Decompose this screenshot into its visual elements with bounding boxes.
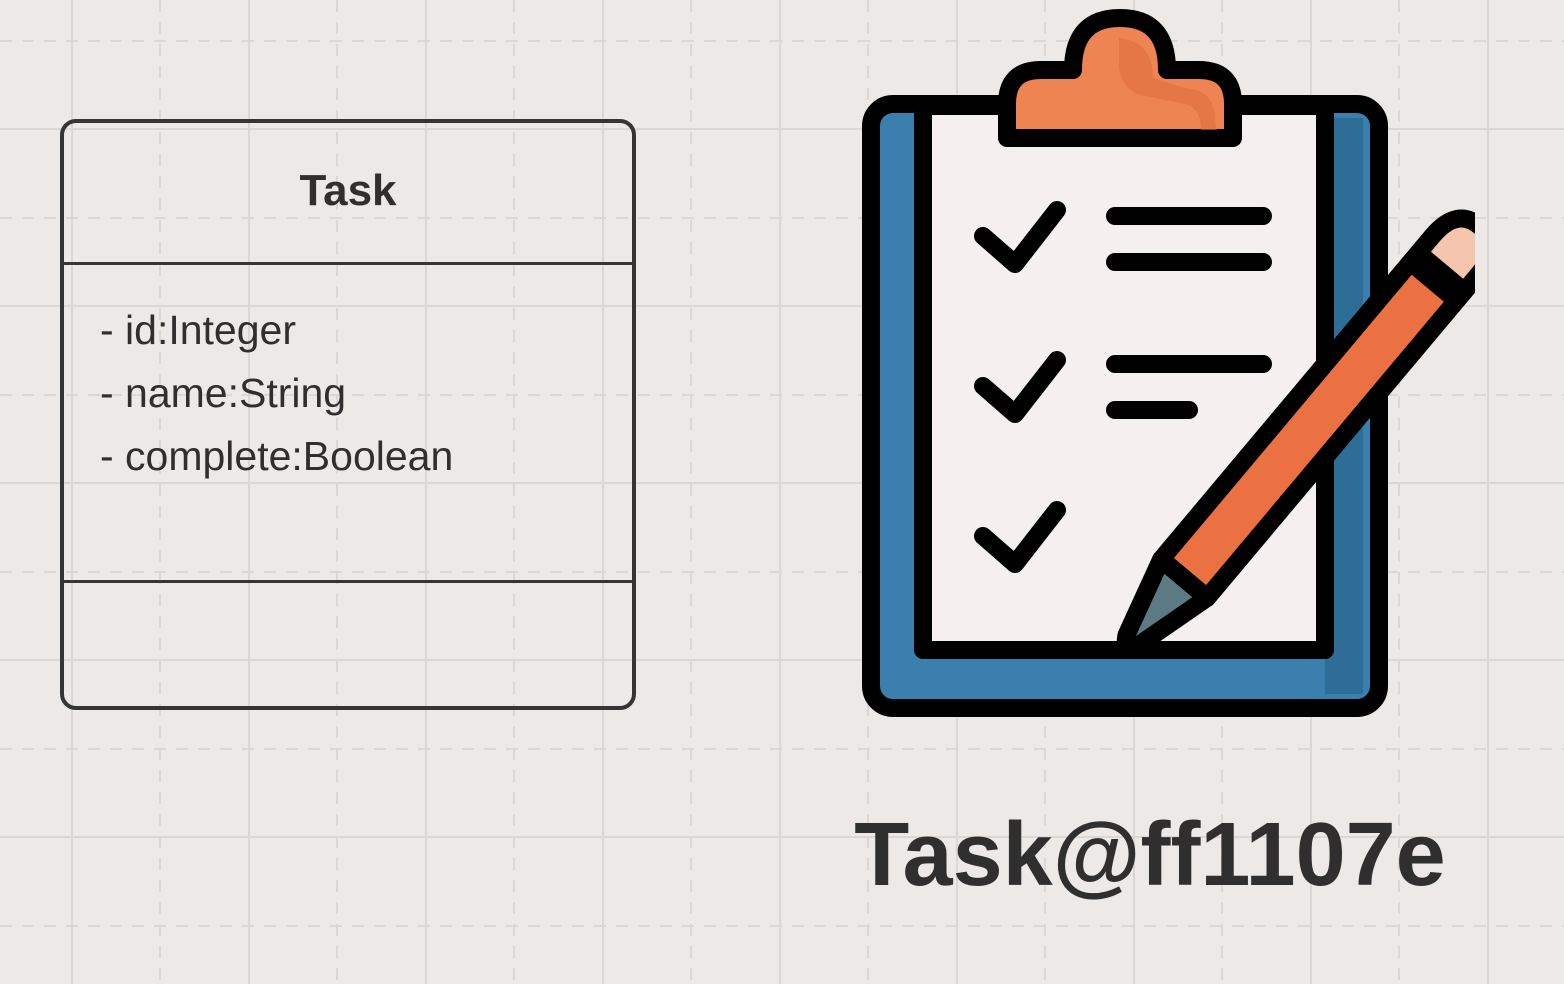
object-instance-label: Task@ff1107e	[854, 805, 1446, 905]
uml-class-box[interactable]: Task - id:Integer - name:String - comple…	[60, 119, 636, 710]
checkmark-icon	[974, 201, 1066, 273]
uml-class-header: Task	[64, 123, 632, 265]
clipboard-clip	[998, 9, 1242, 147]
clipboard-checklist-pencil-icon	[862, 9, 1475, 717]
uml-attributes-section: - id:Integer - name:String - complete:Bo…	[64, 265, 632, 583]
uml-attribute: - complete:Boolean	[100, 433, 454, 479]
pencil-icon	[1116, 209, 1475, 657]
checkmark-icon	[974, 351, 1066, 423]
uml-attribute: - name:String	[100, 370, 347, 416]
uml-attribute: - id:Integer	[100, 307, 296, 353]
uml-methods-section	[64, 583, 632, 706]
checkmark-icon	[974, 501, 1066, 573]
uml-class-name: Task	[299, 165, 397, 215]
